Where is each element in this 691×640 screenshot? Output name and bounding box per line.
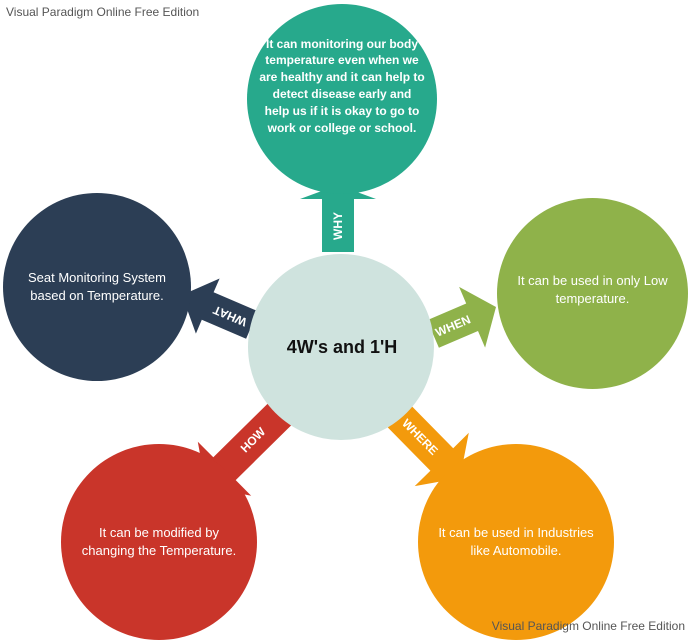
why-arrow-label: WHY [331, 211, 345, 240]
why-circle-text: It can monitoring our body temperature e… [259, 36, 425, 135]
how-circle: It can be modified by changing the Tempe… [61, 444, 257, 640]
watermark-bottom: Visual Paradigm Online Free Edition [491, 619, 685, 633]
how-circle-text: It can be modified by changing the Tempe… [81, 525, 237, 558]
why-circle: It can monitoring our body temperature e… [247, 4, 437, 194]
watermark-top: Visual Paradigm Online Free Edition [6, 5, 200, 19]
center-circle: 4W's and 1'H [248, 254, 434, 440]
what-circle-text: Seat Monitoring System based on Temperat… [27, 270, 166, 303]
what-arrow [182, 278, 258, 339]
where-arrow [386, 403, 469, 487]
center-title: 4W's and 1'H [286, 336, 398, 357]
when-circle-text: It can be used in only Low temperature. [517, 272, 668, 306]
where-circle-text: It can be used in Industries like Automo… [438, 525, 594, 558]
when-circle: It can be used in only Low temperature. [497, 198, 688, 389]
when-arrow [427, 286, 496, 348]
where-circle: It can be used in Industries like Automo… [418, 444, 614, 640]
why-arrow [300, 185, 376, 252]
what-circle: Seat Monitoring System based on Temperat… [3, 193, 191, 381]
